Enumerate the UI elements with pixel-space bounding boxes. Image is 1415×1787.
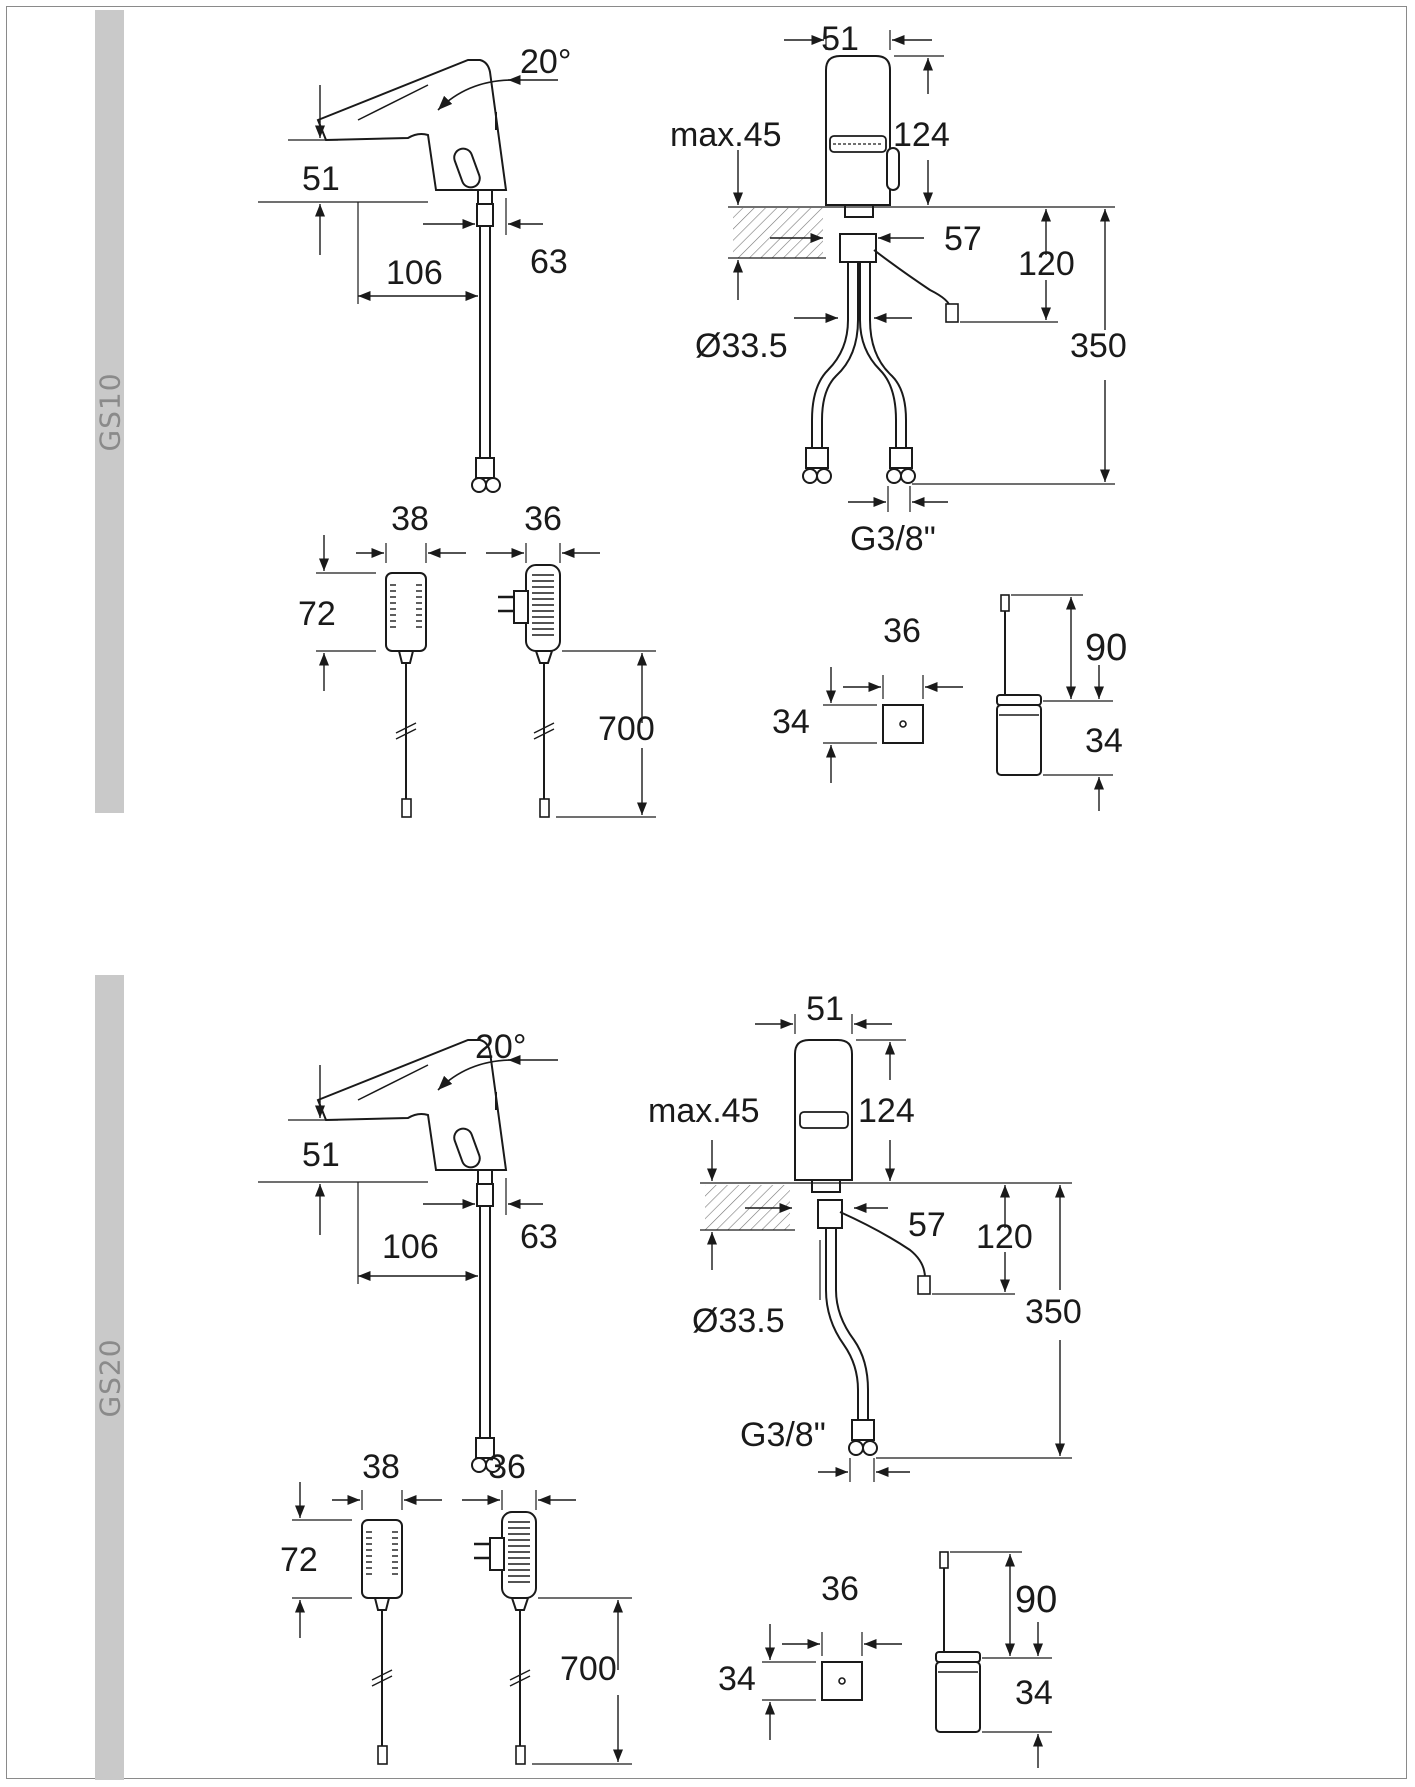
sidebar-gs10: GS10 — [93, 10, 126, 813]
angle-label-gs20: 20° — [475, 1028, 526, 1066]
adapters-gs20 — [292, 1482, 632, 1764]
battery-height-label-gs20: 34 — [1015, 1674, 1053, 1712]
spout-height-label-gs20: 51 — [302, 1136, 340, 1174]
battery-height-label-gs10: 34 — [1085, 722, 1123, 760]
adapter-height-label-gs10: 72 — [298, 595, 336, 633]
adapter-width-b-label-gs10: 36 — [524, 500, 562, 538]
adapter-width-b-label-gs20: 36 — [488, 1448, 526, 1486]
battery-lead-label-gs20: 90 — [1015, 1579, 1057, 1621]
diameter-label-gs10: Ø33.5 — [695, 327, 788, 365]
front-height-label-gs10: 124 — [893, 116, 950, 154]
sensor-height-label-gs20: 34 — [718, 1660, 756, 1698]
adapter-width-a-label-gs20: 38 — [362, 1448, 400, 1486]
adapter-width-a-label-gs10: 38 — [391, 500, 429, 538]
cable-label-gs10: 120 — [1018, 245, 1075, 283]
battery-lead-label-gs10: 90 — [1085, 627, 1127, 669]
thread-label-gs10: G3/8" — [850, 520, 936, 558]
section-gs20: 20° 51 106 63 — [258, 990, 1082, 1768]
front-view-gs10 — [728, 30, 1115, 512]
front-view-gs20 — [700, 1014, 1072, 1482]
base-label-gs10: 63 — [530, 243, 568, 281]
adapter-cable-label-gs20: 700 — [560, 1650, 617, 1688]
adapter-height-label-gs20: 72 — [280, 1541, 318, 1579]
page-frame — [6, 6, 1407, 1779]
offset-label-gs10: 57 — [944, 220, 982, 258]
offset-label-gs20: 57 — [908, 1206, 946, 1244]
max-label-gs20: max.45 — [648, 1092, 760, 1130]
front-width-label-gs10: 51 — [821, 20, 859, 58]
total-label-gs10: 350 — [1070, 327, 1127, 365]
sensor-battery-gs20 — [762, 1552, 1052, 1768]
adapter-cable-label-gs10: 700 — [598, 710, 655, 748]
base-label-gs20: 63 — [520, 1218, 558, 1256]
reach-label-gs20: 106 — [382, 1228, 439, 1266]
sensor-width-label-gs20: 36 — [821, 1570, 859, 1608]
front-width-label-gs20: 51 — [806, 990, 844, 1028]
sensor-battery-gs10 — [823, 595, 1113, 811]
cable-label-gs20: 120 — [976, 1218, 1033, 1256]
front-height-label-gs20: 124 — [858, 1092, 915, 1130]
angle-label-gs10: 20° — [520, 43, 571, 81]
sensor-height-label-gs10: 34 — [772, 703, 810, 741]
spout-height-label-gs10: 51 — [302, 160, 340, 198]
sensor-width-label-gs10: 36 — [883, 612, 921, 650]
total-label-gs20: 350 — [1025, 1293, 1082, 1331]
max-label-gs10: max.45 — [670, 116, 782, 154]
sidebar-gs20: GS20 — [93, 975, 126, 1780]
section-gs10: 20° 51 106 63 — [258, 20, 1127, 817]
thread-label-gs20: G3/8" — [740, 1416, 826, 1454]
diameter-label-gs20: Ø33.5 — [692, 1302, 785, 1340]
adapters-gs10 — [316, 535, 656, 817]
reach-label-gs10: 106 — [386, 254, 443, 292]
